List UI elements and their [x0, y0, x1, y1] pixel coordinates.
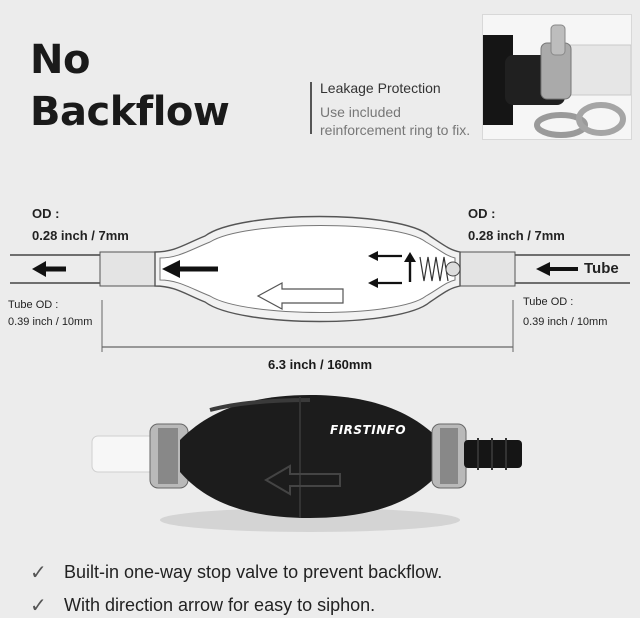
brand-logo: FIRSTINFO	[330, 423, 407, 437]
title-line-2: Backflow	[30, 89, 230, 135]
right-tube-od-value: 0.39 inch / 10mm	[523, 316, 608, 328]
divider	[310, 82, 312, 134]
leakage-description: Use included reinforcement ring to fix.	[320, 104, 471, 138]
backflow-diagram	[10, 215, 630, 352]
right-od-label: OD :	[468, 206, 496, 221]
left-od-value: 0.28 inch / 7mm	[32, 228, 129, 243]
right-od-value: 0.28 inch / 7mm	[468, 228, 565, 243]
left-tube-od-label: Tube OD :	[8, 299, 59, 311]
feature-text-2: With direction arrow for easy to siphon.	[64, 595, 376, 615]
tube-label: Tube	[584, 260, 619, 277]
check-icon: ✓	[30, 562, 47, 584]
left-tube-od-value: 0.39 inch / 10mm	[8, 316, 93, 328]
feature-text-1: Built-in one-way stop valve to prevent b…	[64, 562, 443, 582]
length-label: 6.3 inch / 160mm	[267, 357, 373, 372]
left-od-label: OD :	[32, 206, 60, 221]
check-icon: ✓	[30, 595, 47, 617]
leakage-title: Leakage Protection	[320, 80, 441, 96]
page-title: No Backflow	[30, 34, 230, 138]
right-tube-od-label: Tube OD :	[523, 296, 574, 308]
feature-item-2: ✓ With direction arrow for easy to sipho…	[30, 593, 375, 618]
title-line-1: No	[30, 37, 90, 83]
clamp-detail-photo	[482, 14, 632, 140]
feature-item-1: ✓ Built-in one-way stop valve to prevent…	[30, 560, 442, 585]
